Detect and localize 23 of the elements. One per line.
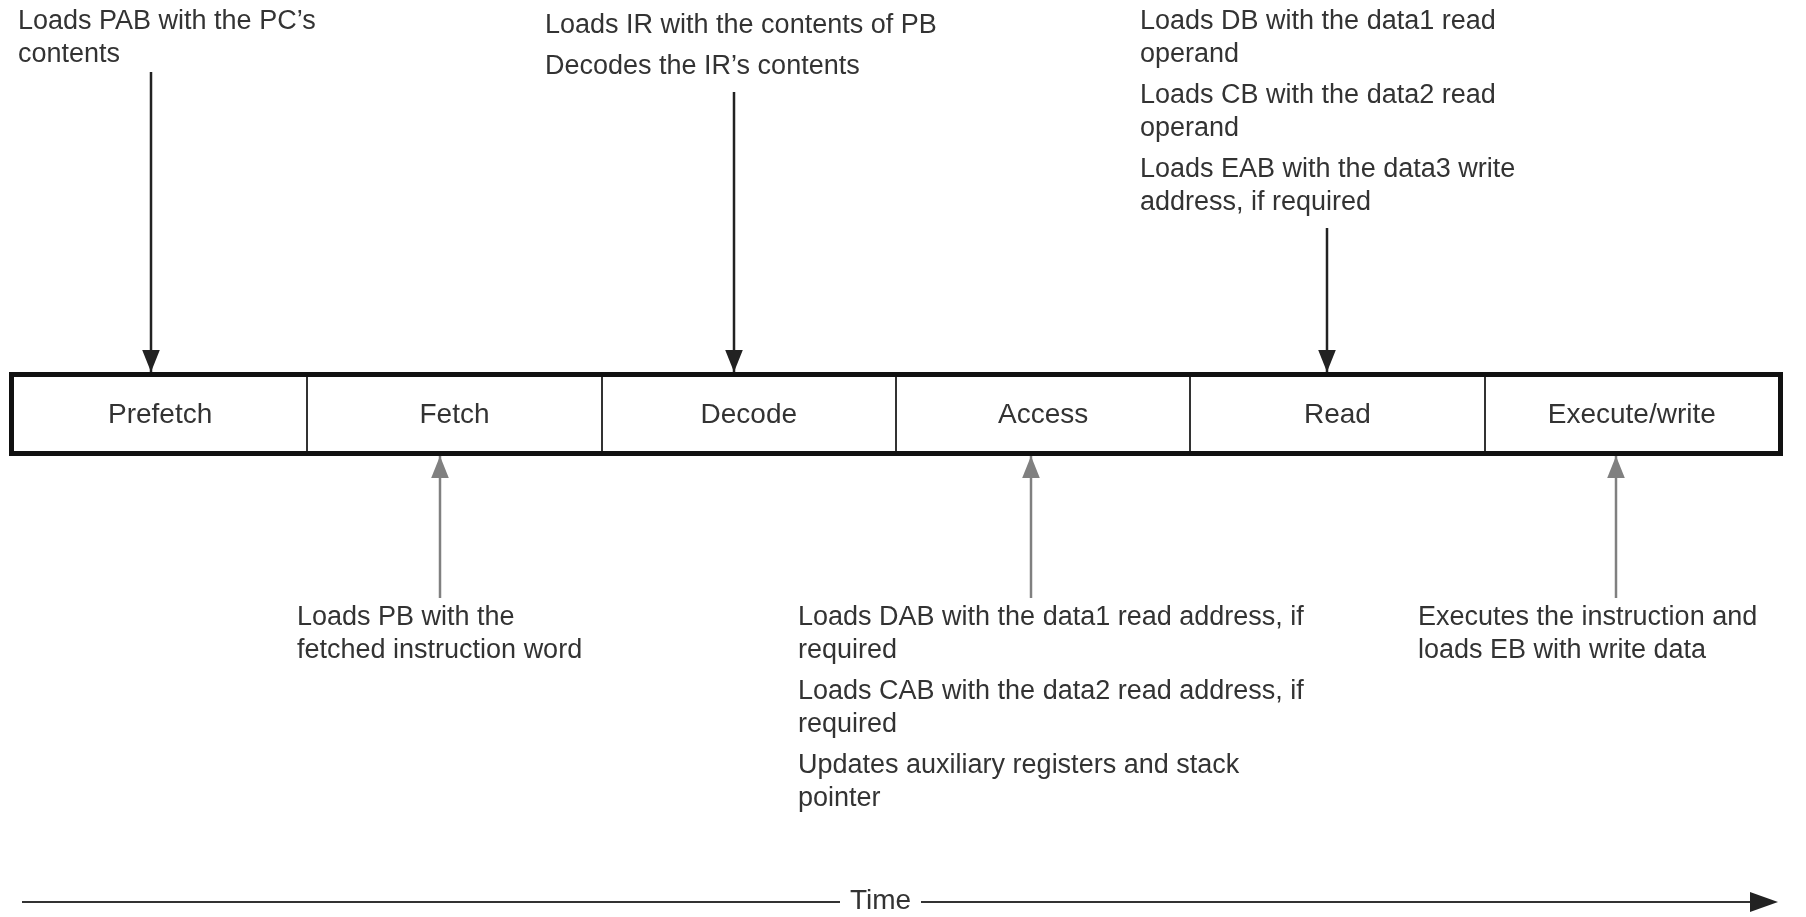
arrow [1318, 228, 1336, 372]
stage-cell: Access [897, 377, 1192, 451]
arrow [725, 92, 743, 372]
annotation-text: Loads IR with the contents of PB [545, 8, 938, 41]
annotation-text: Executes the instruction and loads EB with write data [1418, 600, 1803, 666]
annotation-text: Loads DB with the data1 read operand [1140, 4, 1497, 70]
annotation-text: Loads PB with the fetched instruction word [297, 600, 607, 666]
annotation-text: Loads DAB with the data1 read address, if required [798, 600, 1305, 666]
annotation-text: Loads PAB with the PC’s contents [18, 4, 338, 70]
annotation-text: Updates auxiliary registers and stack pointer [798, 748, 1241, 814]
arrow [1022, 456, 1040, 598]
stage-cell: Execute/write [1485, 377, 1778, 451]
stage-cell: Prefetch [14, 377, 309, 451]
stage-cell: Fetch [308, 377, 603, 451]
arrow [1607, 456, 1625, 598]
annotation-text: Loads CB with the data2 read operand [1140, 78, 1497, 144]
annotation-text: Loads CAB with the data2 read address, if required [798, 674, 1305, 740]
annotation-text: Decodes the IR’s contents [545, 49, 861, 82]
stage-cell: Read [1191, 377, 1486, 451]
arrow [431, 456, 449, 598]
annotation-text: Loads EAB with the data3 write address, if required [1140, 152, 1517, 218]
arrow [142, 72, 160, 372]
stage-cell: Decode [602, 377, 897, 451]
